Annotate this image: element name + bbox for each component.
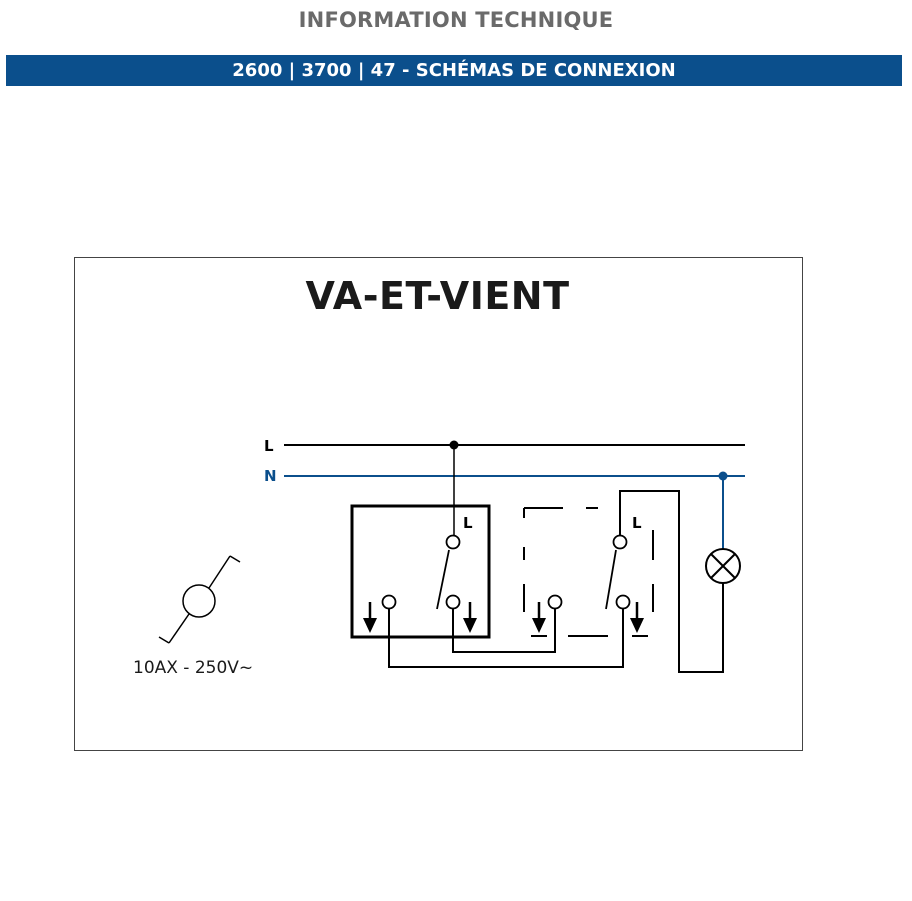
neutral-label: N [264,467,277,485]
line-label: L [264,437,274,455]
switch1-terminal-a [381,594,397,610]
switch-symbol-icon [158,555,241,644]
diagram-title: VA-ET-VIENT [305,274,570,318]
lamp-icon [705,548,741,584]
diagram-frame [74,257,803,751]
traveller-wire-1 [452,609,556,653]
switch2-arrow-b-icon [630,602,644,633]
switch-rating: 10AX - 250V~ [133,658,253,678]
switch2-lever [605,549,617,610]
page-header: INFORMATION TECHNIQUE [298,8,614,32]
switch1-lever [436,549,450,610]
switch1-common-terminal [445,534,461,550]
switch2-common-terminal [612,534,628,550]
section-banner: 2600 | 3700 | 47 - SCHÉMAS DE CONNEXION [6,55,902,86]
traveller-wire-2 [388,609,624,668]
switch1-arrow-a-icon [363,602,377,633]
switch2-terminal-b [615,594,631,610]
switch2-arrow-a-icon [532,602,546,633]
switch1-terminal-label: L [463,514,473,532]
lamp-return-wire [619,490,724,673]
switch2-terminal-a [547,594,563,610]
switch1-box [350,504,491,639]
switch1-arrow-b-icon [463,602,477,633]
switch1-terminal-b [445,594,461,610]
switch2-box [523,507,654,637]
switch2-terminal-label: L [632,514,642,532]
